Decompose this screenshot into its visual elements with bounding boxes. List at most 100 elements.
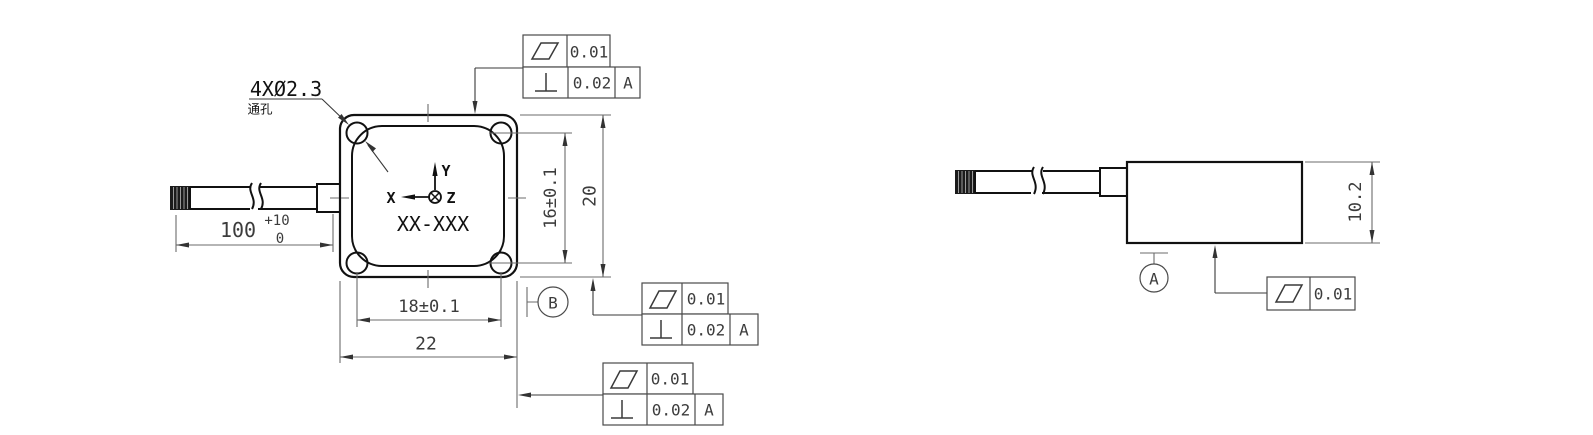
- fcf-mid-row1-frame: [641, 282, 729, 315]
- fcf-top-row2-dividers: [567, 67, 616, 98]
- thread-hatch: [173, 187, 188, 209]
- fcf-top-row2-frame: [522, 66, 641, 99]
- fcf-mid-datum-ref: A: [739, 321, 749, 340]
- dim-side-height-lines: [1305, 161, 1380, 244]
- dim-cable-length-upper-tol: +10: [264, 213, 289, 229]
- dim-hole-pitch-y-value: 16±0.1: [541, 167, 561, 228]
- axis-label-y: Y: [441, 162, 450, 180]
- dim-width: 22: [339, 281, 518, 408]
- datum-b: B: [526, 286, 569, 318]
- fcf-mid: 0.01 0.02 A: [590, 278, 759, 346]
- front-cable: [170, 182, 341, 213]
- fcf-side: 0.01: [1212, 245, 1356, 311]
- fcf-side-leader: [1214, 257, 1267, 294]
- dim-arrow-right: [320, 242, 333, 248]
- part-label: XX-XXX: [397, 212, 469, 236]
- dim-side-height-value: 10.2: [1346, 182, 1366, 223]
- fcf-bottom-leader-arrow: [518, 392, 531, 398]
- fcf-side-leader-arrow: [1212, 245, 1218, 258]
- fcf-bottom-perp-value: 0.02: [652, 401, 691, 420]
- cable-break-symbol: [1031, 166, 1046, 195]
- front-body-inner-outline: [351, 125, 505, 267]
- flatness-icon: [648, 290, 678, 309]
- dim-height-lines: [520, 114, 611, 278]
- side-body-outline: [1125, 160, 1304, 245]
- datum-a: A: [1139, 252, 1169, 293]
- fcf-top: 0.01 0.02 A: [472, 34, 641, 114]
- fcf-top-datum-ref: A: [623, 74, 633, 93]
- dim-hole-pitch-x: 18±0.1: [356, 272, 502, 327]
- front-body: [330, 104, 526, 288]
- datum-a-label: A: [1149, 270, 1159, 289]
- dim-width-lines: [339, 281, 518, 408]
- cable-ferrule: [1099, 167, 1128, 197]
- cable-break-symbol: [249, 182, 264, 210]
- fcf-top-leader-arrow: [472, 101, 478, 114]
- dim-arrow-left: [357, 317, 370, 323]
- perpendicularity-icon: [535, 73, 557, 92]
- fcf-bottom: 0.01 0.02 A: [518, 362, 724, 426]
- mounting-hole-top-left: [345, 121, 369, 145]
- fcf-top-perp-value: 0.02: [573, 74, 612, 93]
- datum-a-stem: [1140, 252, 1168, 264]
- hole-callout-note: 通孔: [247, 102, 273, 117]
- dim-arrow-top: [600, 115, 606, 128]
- perpendicularity-icon: [611, 400, 633, 419]
- dim-arrow-bottom: [1369, 230, 1375, 243]
- front-view: 4XØ2.3 通孔 X Y Z XX-XXX 100 +10 0: [170, 34, 759, 426]
- flatness-icon: [530, 42, 560, 60]
- dim-cable-length-value: 100: [220, 218, 256, 242]
- flatness-icon: [1274, 284, 1304, 303]
- z-axis-into-page-icon: [428, 190, 442, 204]
- cable-lines: [974, 170, 1100, 194]
- fcf-top-flatness-value: 0.01: [570, 43, 609, 62]
- hole-callout-text: 4XØ2.3: [250, 77, 322, 101]
- fcf-mid-perp-value: 0.02: [687, 321, 726, 340]
- fcf-mid-row2-dividers: [681, 314, 731, 345]
- side-cable: [955, 166, 1128, 197]
- thread-hatch: [958, 171, 973, 193]
- dim-cable-length-lower-tol: 0: [276, 231, 284, 247]
- fcf-mid-leader: [592, 290, 642, 316]
- side-body: [1125, 160, 1304, 245]
- dim-arrow-top: [562, 133, 568, 146]
- dim-hole-pitch-y: 16±0.1: [489, 132, 572, 264]
- hole-callout: 4XØ2.3 通孔: [247, 77, 389, 173]
- fcf-side-flatness-value: 0.01: [1314, 285, 1353, 304]
- dim-arrow-right: [504, 354, 517, 360]
- front-centerline-ticks: [330, 104, 526, 288]
- y-axis-arrow: [432, 162, 438, 176]
- fcf-bottom-row2-dividers: [646, 394, 696, 425]
- dim-arrow-left: [340, 354, 353, 360]
- fcf-bottom-datum-ref: A: [704, 401, 714, 420]
- perpendicularity-icon: [650, 320, 672, 339]
- hole-callout-arrow-1: [338, 114, 349, 125]
- datum-b-label: B: [548, 294, 558, 313]
- dim-hole-pitch-x-value: 18±0.1: [398, 297, 459, 317]
- fcf-side-frame: [1266, 276, 1356, 311]
- dim-arrow-bottom: [562, 250, 568, 263]
- cable-lines: [189, 186, 317, 210]
- hole-callout-arrow-2: [365, 141, 376, 152]
- dim-side-height: 10.2: [1305, 161, 1380, 244]
- dim-cable-length: 100 +10 0: [175, 213, 334, 252]
- dim-arrow-bottom: [600, 264, 606, 277]
- dim-arrow-top: [1369, 162, 1375, 175]
- x-axis-arrow: [401, 194, 415, 200]
- dim-arrow-right: [488, 317, 501, 323]
- fcf-top-leader: [474, 67, 523, 102]
- datum-b-stem: [526, 287, 538, 317]
- dim-arrow-left: [176, 242, 189, 248]
- fcf-mid-flatness-value: 0.01: [687, 290, 726, 309]
- mounting-hole-bottom-left: [345, 251, 369, 275]
- dim-hole-pitch-y-lines: [489, 132, 572, 264]
- dim-height: 20: [520, 114, 611, 278]
- fcf-bottom-flatness-value: 0.01: [651, 370, 690, 389]
- dim-width-value: 22: [415, 334, 437, 355]
- cable-ferrule: [316, 183, 341, 213]
- fcf-bottom-row2-frame: [602, 393, 724, 426]
- dim-height-value: 20: [580, 185, 601, 207]
- datum-b-circle: [537, 286, 569, 318]
